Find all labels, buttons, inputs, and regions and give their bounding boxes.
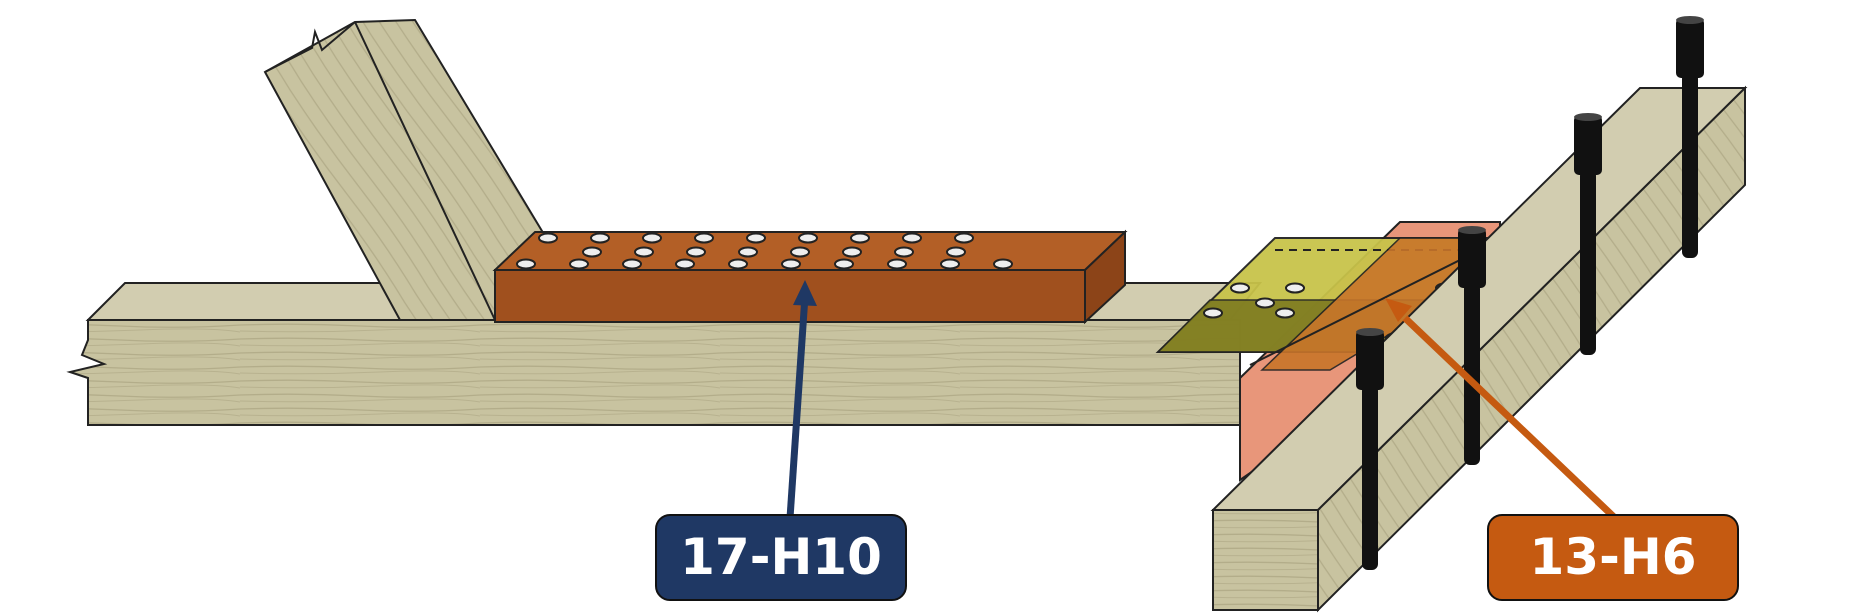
fastener-hole	[516, 258, 536, 270]
bolts	[1356, 16, 1704, 570]
fastener-hole	[850, 232, 870, 244]
callout-arrow-left	[786, 280, 817, 519]
fastener-hole	[582, 246, 602, 258]
fastener-hole	[1285, 282, 1305, 294]
fastener-hole	[887, 258, 907, 270]
fastener-hole	[622, 258, 642, 270]
fastener-hole	[694, 232, 714, 244]
fastener-hole	[686, 246, 706, 258]
fastener-hole	[642, 232, 662, 244]
fastener-hole	[790, 246, 810, 258]
bolt	[1356, 328, 1384, 570]
callout-label-13-h6: 13-H6	[1530, 528, 1697, 586]
plate-holes	[516, 232, 1013, 270]
fastener-hole	[940, 258, 960, 270]
fastener-hole	[834, 258, 854, 270]
fastener-hole	[1275, 307, 1295, 319]
fastener-hole	[894, 246, 914, 258]
fastener-hole	[902, 232, 922, 244]
fastener-hole	[946, 246, 966, 258]
fastener-hole	[728, 258, 748, 270]
bolt	[1676, 16, 1704, 258]
fastener-hole	[781, 258, 801, 270]
fastener-hole	[1230, 282, 1250, 294]
fastener-hole	[538, 232, 558, 244]
callout-arrow-right	[1385, 298, 1618, 521]
callout-label-17-h10: 17-H10	[680, 528, 882, 586]
fastener-hole	[738, 246, 758, 258]
fastener-hole	[1255, 297, 1275, 309]
fastener-hole	[798, 232, 818, 244]
copper-plate-17-h10	[492, 229, 1128, 325]
fastener-hole	[993, 258, 1013, 270]
bolt	[1458, 226, 1486, 465]
fastener-hole	[1203, 307, 1223, 319]
fastener-hole	[842, 246, 862, 258]
fastener-hole	[634, 246, 654, 258]
callout-17-h10: 17-H10	[655, 514, 907, 601]
fastener-hole	[590, 232, 610, 244]
callout-13-h6: 13-H6	[1487, 514, 1739, 601]
fastener-hole	[675, 258, 695, 270]
bolt	[1574, 113, 1602, 355]
fastener-hole	[569, 258, 589, 270]
fastener-hole	[746, 232, 766, 244]
fastener-hole	[954, 232, 974, 244]
